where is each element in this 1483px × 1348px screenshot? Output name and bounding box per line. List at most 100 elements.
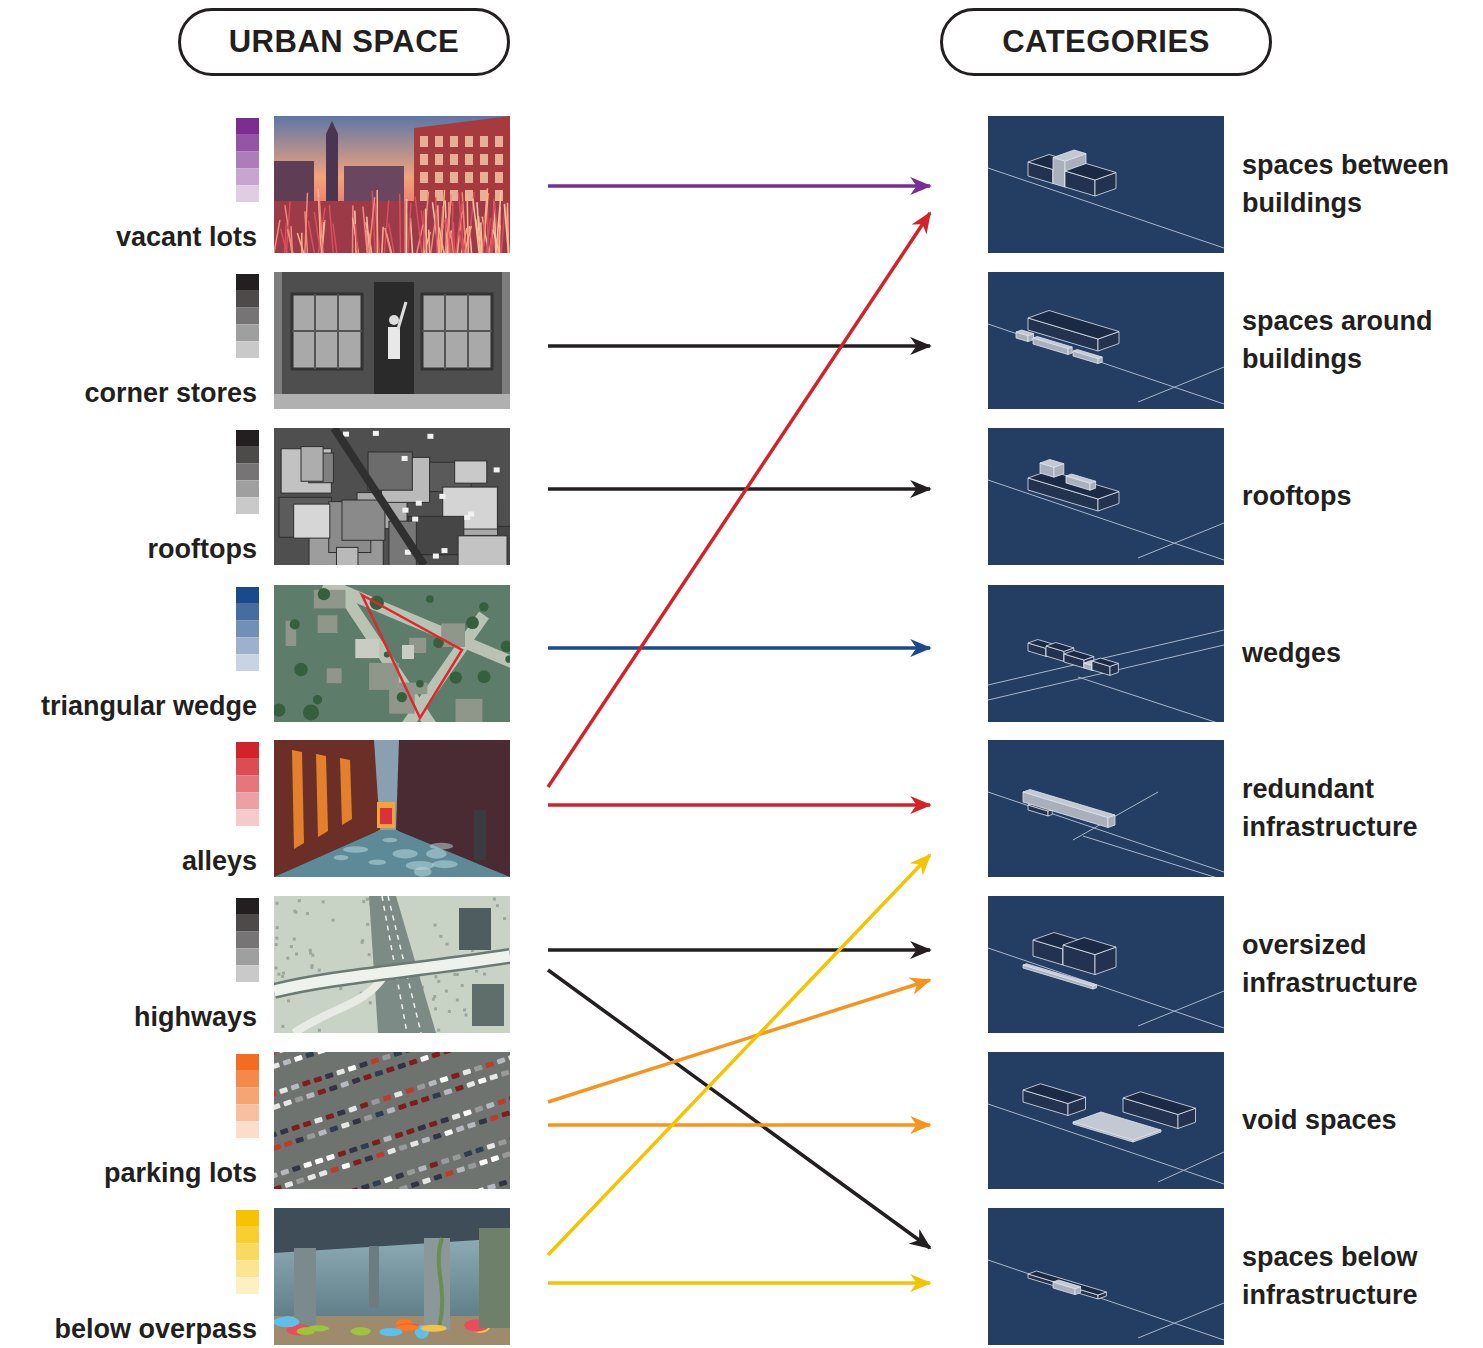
window [465,172,473,183]
car [467,1122,476,1129]
swatch-square [236,776,259,793]
texture [461,984,464,987]
car [274,1091,277,1098]
building-roof [441,623,465,647]
puddle [414,867,432,877]
grass [467,194,468,253]
header-box: CATEGORIES [940,8,1272,76]
urban-space-photo: highways [274,896,510,1033]
tree [303,704,319,720]
building-face [1073,350,1102,359]
photo-illustration [274,272,510,409]
texture [433,995,436,998]
photo-ground [274,1052,510,1189]
texture [362,900,365,903]
building-roof [456,699,483,722]
grass [369,197,375,253]
tree [318,588,330,600]
tree [478,670,491,683]
grass [483,217,485,253]
category-label: redundant infrastructure [1242,771,1474,847]
grass [423,192,428,253]
swatch-square [236,308,259,325]
car [317,1052,326,1055]
car [374,1070,383,1077]
grass [451,202,453,253]
car [360,1102,369,1109]
tree [450,671,462,683]
car [478,1118,487,1125]
building-face [1065,164,1116,181]
grass [274,215,275,253]
texture [432,998,435,1001]
car [284,1181,293,1188]
car [496,1057,505,1064]
car [372,1180,381,1187]
car [283,1099,292,1106]
category-sketch [988,740,1224,877]
building-face [1063,938,1116,955]
shop-window [292,294,362,369]
building-face [1033,337,1072,349]
car [274,1103,281,1110]
grass [438,205,440,253]
car [486,1143,495,1150]
category-ground [988,428,1224,565]
car [305,1052,314,1058]
far-buildings [374,740,399,832]
grass [504,204,508,253]
grass [281,229,287,253]
texture [276,926,279,929]
building-face [1016,330,1034,336]
building-roof [458,536,507,565]
roof-unit [412,517,418,522]
car [421,1096,430,1103]
building-roof [301,447,323,482]
street-line [1158,1152,1224,1182]
swatch-square [236,185,259,202]
car [429,1120,438,1127]
road [404,615,484,722]
category-sketch [988,272,1224,409]
car [292,1165,301,1172]
car [306,1092,315,1099]
street-line [988,645,1224,700]
car [363,1073,372,1080]
space-label: corner stores [84,378,257,409]
wedge-outline [362,595,462,718]
street-line [1078,677,1224,722]
grass [410,218,412,253]
grass [297,233,303,253]
window [495,136,503,147]
puddle [334,855,349,860]
car [294,1055,303,1062]
roof-unit [433,554,439,559]
texture [290,945,293,948]
graffiti [274,1317,299,1327]
street-line [1138,991,1224,1026]
texture [275,937,278,940]
category-sketch [988,1052,1224,1189]
car [330,1166,339,1173]
texture [295,952,298,955]
category-label: oversized infrastructure [1242,927,1474,1003]
mapping-arrow [548,184,930,188]
category-label: rooftops [1242,478,1474,516]
person [398,302,406,329]
car [486,1102,495,1109]
puddle [430,843,454,850]
vine [439,1238,443,1328]
swatch-square [236,965,259,982]
grass [355,224,357,253]
texture [361,941,364,944]
car [432,1092,441,1099]
tree [290,619,300,629]
window [450,172,458,183]
car [341,1162,350,1169]
car [352,1077,361,1084]
light-glow [292,750,304,849]
texture [318,969,321,972]
swatch-square [236,135,259,152]
texture [274,966,277,969]
